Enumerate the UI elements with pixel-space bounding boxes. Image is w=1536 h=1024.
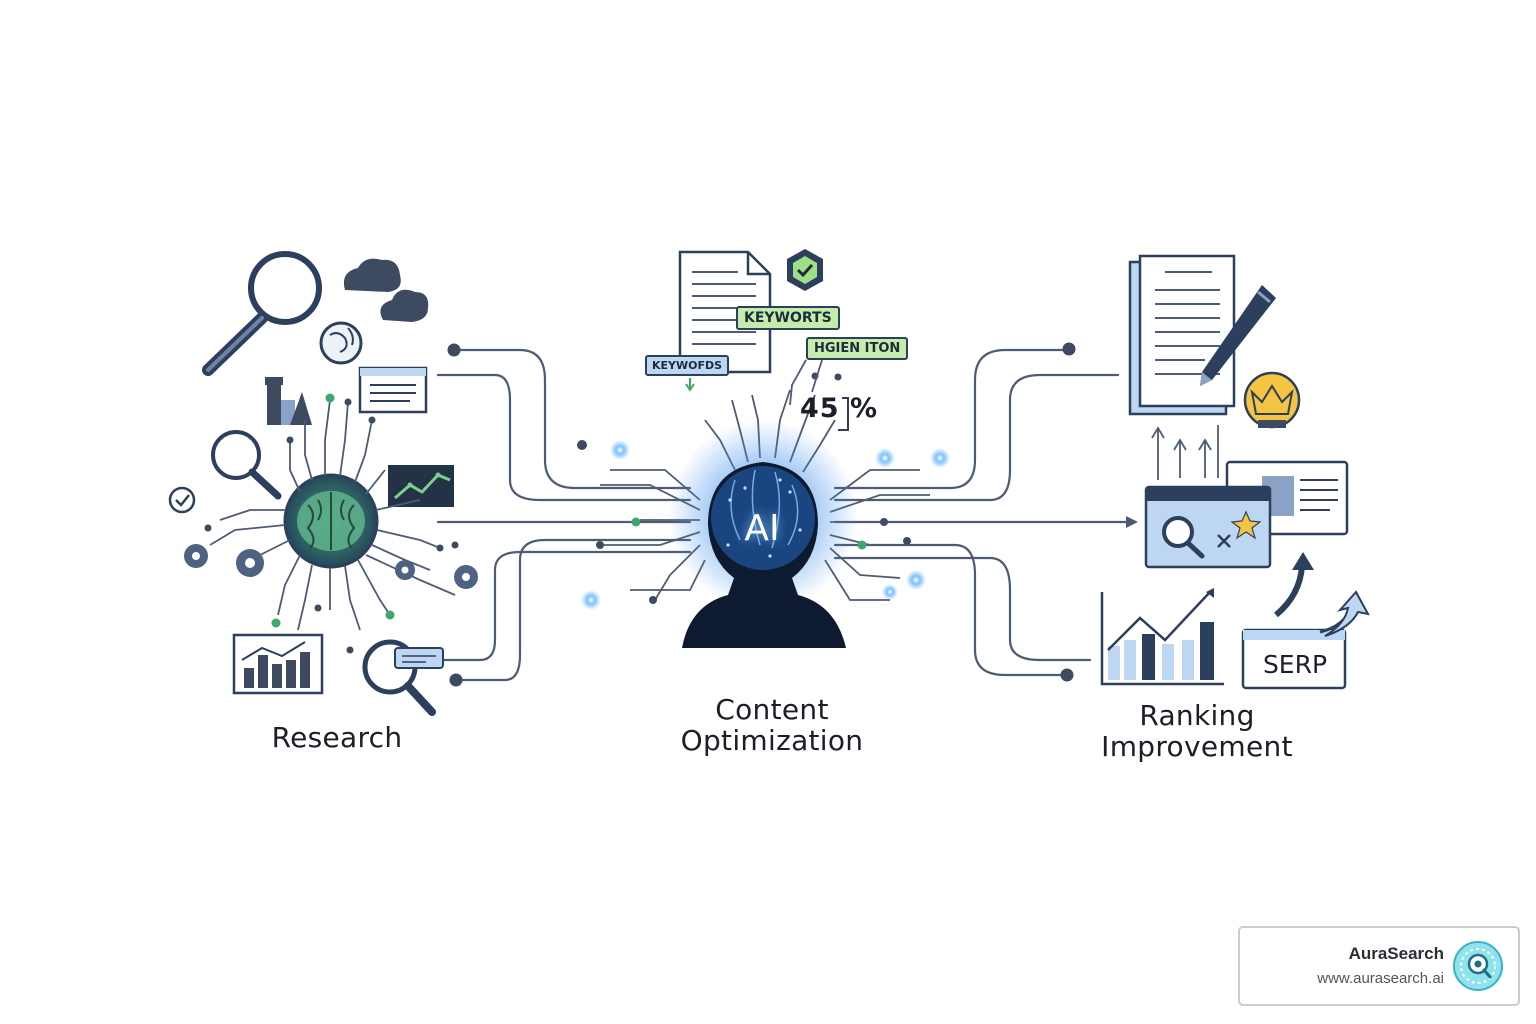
magnifier-icon: [202, 251, 322, 376]
brand-card[interactable]: AuraSearch www.aurasearch.ai: [1238, 926, 1520, 1006]
growth-chart-icon: [1100, 588, 1224, 686]
ai-label: AI: [744, 508, 780, 549]
browser-search-icon: [1144, 485, 1272, 569]
connector-lines: [436, 348, 1130, 682]
stage-label-research: Research: [232, 722, 442, 753]
stage-label-line: Ranking: [1139, 699, 1255, 732]
magnifier-icon: [211, 430, 282, 500]
arrow-right-icon: [1126, 516, 1138, 528]
globe-icon: [319, 321, 363, 365]
brand-name: AuraSearch: [1348, 944, 1444, 963]
pen-icon: [1200, 285, 1276, 386]
up-arrow-traces: [1151, 425, 1219, 480]
star-icon: [1230, 510, 1262, 540]
document-stack-icon: [1128, 254, 1236, 416]
factory-icon: [265, 377, 312, 425]
arrow-up-icon: [1274, 552, 1314, 618]
stage-label-line: Optimization: [680, 724, 864, 757]
magnifier-chat-icon: [362, 639, 444, 716]
circuit-node-green: [857, 540, 867, 550]
serp-box: [1241, 590, 1370, 690]
check-badge-icon: [787, 249, 823, 291]
research-node-green: [385, 610, 395, 620]
glow-dots: [581, 440, 950, 610]
circuit-node-green: [631, 517, 641, 527]
bar-chart-icon: [232, 633, 324, 695]
cloud-icon: [343, 258, 429, 322]
research-node-green: [325, 393, 335, 403]
stage-label-content: Content Optimization: [652, 694, 892, 756]
stage-label-line: Research: [271, 721, 403, 754]
document-icon: [358, 366, 428, 414]
percent-readout: 45 %: [800, 393, 879, 424]
percent-bracket: [838, 397, 849, 431]
tag-connector: [685, 378, 695, 392]
research-node-green: [271, 618, 281, 628]
research-nodes: [204, 398, 459, 654]
stage-label-line: Improvement: [1101, 730, 1293, 763]
crown-bulb-icon: [1243, 371, 1301, 429]
connector-endpoints: [447, 342, 1076, 687]
line-chart-icon: [388, 465, 454, 507]
brand-logo-icon: [1453, 941, 1503, 991]
brand-url[interactable]: www.aurasearch.ai: [1317, 970, 1444, 987]
stage-label-ranking: Ranking Improvement: [1072, 700, 1322, 762]
brain-icon: [283, 473, 379, 569]
stage-label-line: Content: [715, 693, 829, 726]
keyword-tag: HGIEN ITON: [806, 337, 909, 360]
tag-traces: [789, 359, 823, 406]
document-icon: [678, 250, 772, 374]
keyword-tag: KEYWORTS: [736, 306, 840, 330]
check-circle-icon: [168, 486, 196, 514]
keyword-tag: KEYWOFDS: [645, 355, 730, 376]
gear-icon: [184, 544, 478, 589]
research-traces: [209, 399, 456, 631]
serp-label: SERP: [1262, 650, 1328, 679]
ai-head: [668, 420, 858, 648]
